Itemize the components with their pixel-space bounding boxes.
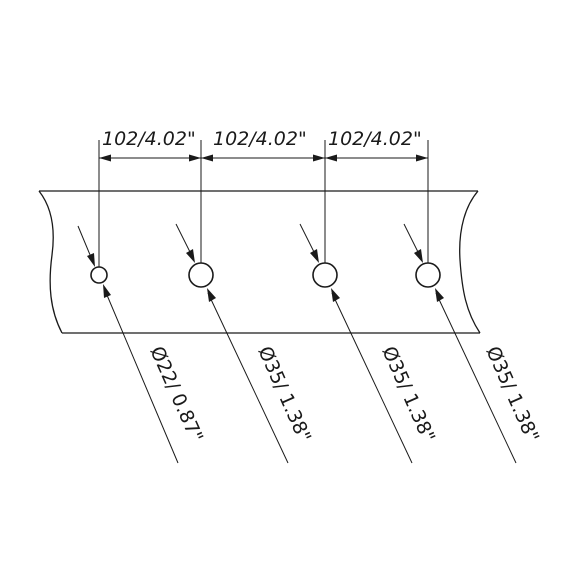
hole-4: [415, 262, 441, 288]
hole-2-diameter-label: Ø35/ 1.38": [253, 343, 315, 446]
leader-lower-2: [207, 292, 289, 464]
leader-lower-3: [331, 292, 413, 464]
leader-arrow: [414, 249, 423, 263]
dimension-arrow: [99, 154, 111, 162]
dimension-arrow: [189, 154, 201, 162]
dimension-arrow: [416, 154, 428, 162]
hole-2: [188, 262, 214, 288]
hole-1-diameter-label: Ø22/ 0.87": [145, 343, 207, 446]
panel-right-break: [459, 190, 481, 334]
holes: [90, 262, 441, 288]
spacing-dimension: 102/4.02" 102/4.02" 102/4.02": [99, 128, 428, 162]
leader-arrow: [435, 288, 444, 302]
diameter-leaders: [77, 223, 517, 464]
leader-lower-4: [435, 292, 517, 464]
leader-arrow: [186, 249, 195, 263]
hole-1: [90, 266, 108, 284]
panel-left-break: [38, 190, 63, 334]
hole-3: [312, 262, 338, 288]
extension-lines: [98, 140, 429, 275]
spacing-label-1: 102/4.02": [102, 128, 196, 150]
spacing-label-3: 102/4.02": [328, 128, 422, 150]
leader-arrow: [87, 253, 95, 267]
leader-lower-1: [103, 287, 179, 464]
dimension-arrow: [313, 154, 325, 162]
hole-3-diameter-label: Ø35/ 1.38": [377, 343, 439, 446]
panel-outline: [38, 190, 481, 334]
hole-4-diameter-label: Ø35/ 1.38": [481, 343, 543, 446]
dimension-arrow: [325, 154, 337, 162]
leader-arrow: [331, 288, 340, 302]
leader-arrow: [103, 284, 111, 298]
leader-arrow: [207, 288, 216, 302]
spacing-label-2: 102/4.02": [213, 128, 307, 150]
dimension-arrow: [201, 154, 213, 162]
leader-arrow: [310, 249, 319, 263]
